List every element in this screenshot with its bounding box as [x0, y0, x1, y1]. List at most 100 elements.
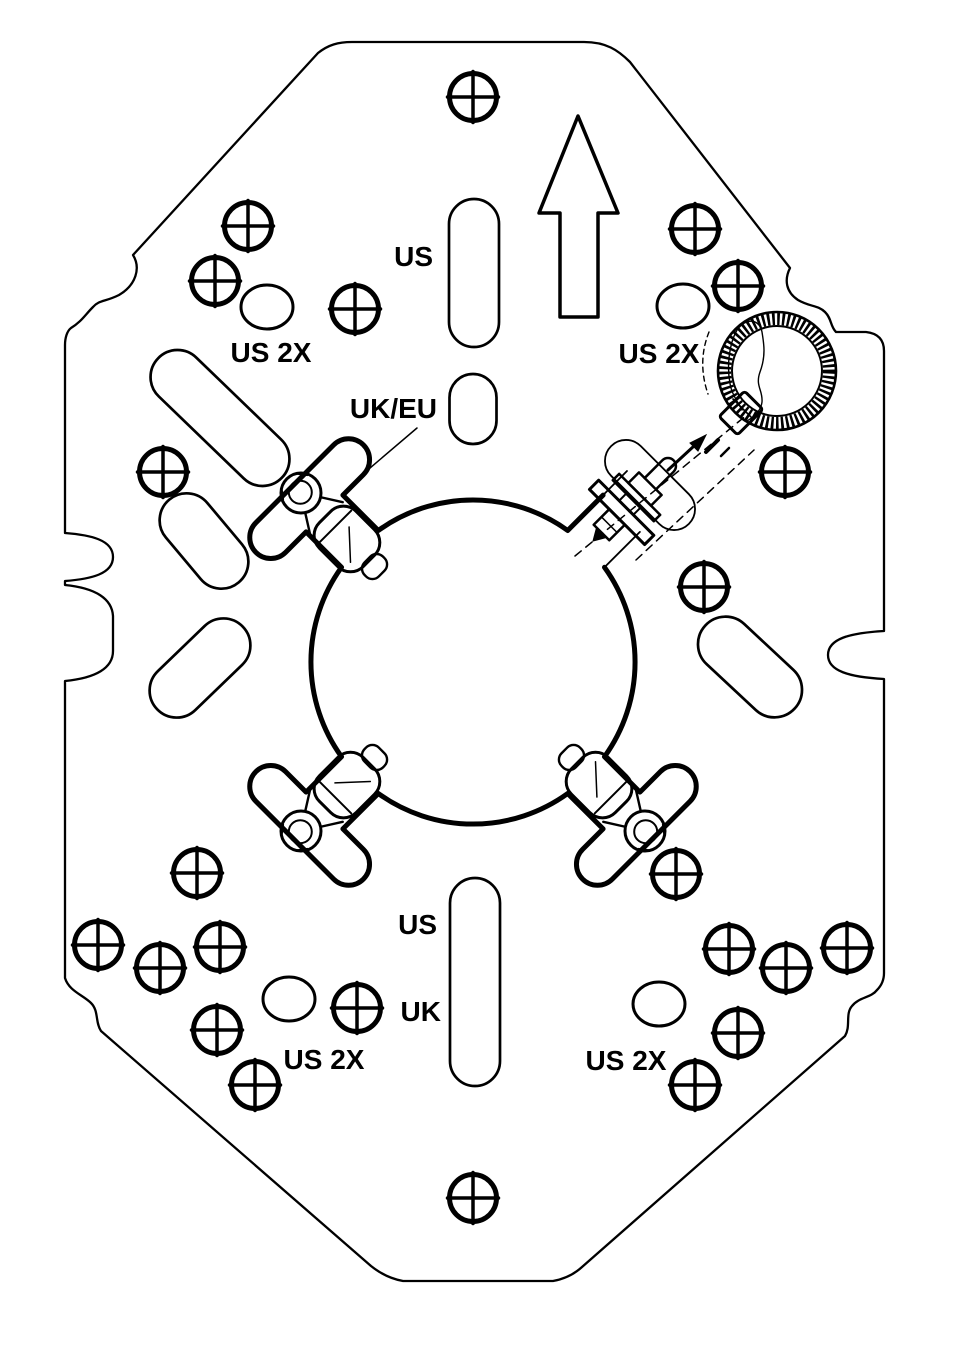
crosshair-circle [189, 255, 241, 307]
fastener-head-inner [633, 819, 659, 845]
label-top-us: US [394, 241, 433, 272]
crosshair-circle [678, 561, 730, 613]
crosshair-circle [137, 446, 189, 498]
crosshair-hole [667, 1057, 723, 1113]
crosshair-circle [191, 1004, 243, 1056]
fastener-head [279, 471, 323, 515]
crosshair-circle [712, 1007, 764, 1059]
grommet-outer-edge [716, 310, 838, 432]
slot-bottom-vertical-us-uk [448, 876, 502, 1088]
dashed-leader-line [635, 449, 755, 561]
top-right-arm-edge [603, 531, 641, 569]
fitting-collar [627, 471, 663, 507]
connector-line [732, 398, 752, 418]
crosshair-circle [821, 922, 873, 974]
crosshair-hole [676, 559, 732, 615]
grommet-inner-edge [731, 325, 823, 417]
slot-upper-left-long [149, 348, 291, 488]
crosshair-hole [192, 919, 248, 975]
exploded-fastener-fitting [587, 456, 678, 547]
plate-outline [63, 40, 886, 1283]
top-left-leader-line [362, 427, 418, 475]
pilot-hole [239, 283, 295, 331]
label-top-left-us2x: US 2X [231, 337, 312, 368]
label-bottom-right-us2x: US 2X [586, 1045, 667, 1076]
fastener-head [623, 809, 667, 853]
fitting-washer [611, 472, 662, 523]
bottom-right-fastener [557, 743, 667, 853]
label-bottom-uk: UK [401, 996, 441, 1027]
slot-right-middle [696, 615, 804, 719]
fastener-tip [360, 743, 389, 772]
fastener-head-inner [287, 819, 313, 845]
crosshair-circle [447, 71, 499, 123]
head-facet [281, 488, 285, 501]
grommet-stipple-ring [719, 313, 835, 429]
fastener-tip [557, 743, 586, 772]
cable-outline [736, 320, 765, 422]
barrel-highlight [348, 526, 352, 564]
motion-arrow-shaft [666, 444, 696, 472]
crosshair-hole [220, 198, 276, 254]
top-left-fastener [279, 471, 389, 581]
crosshair-circle [229, 1059, 281, 1111]
crosshair-hole [445, 1170, 501, 1226]
up-arrow-icon [537, 114, 620, 319]
fastener-neck [634, 788, 642, 813]
fastener-neck [319, 496, 344, 504]
crosshair-circle [171, 847, 223, 899]
crosshair-circle [72, 919, 124, 971]
pilot-hole [655, 282, 711, 330]
fastener-barrel [564, 750, 634, 820]
crosshair-circle [650, 848, 702, 900]
connector-stub [704, 438, 720, 454]
grommet-assembly [702, 310, 838, 458]
barrel-flange-line [593, 779, 629, 815]
crosshair-circle [759, 446, 811, 498]
fastener-barrel [312, 504, 382, 574]
dashed-leader-line [574, 413, 749, 557]
crosshair-hole [329, 980, 385, 1036]
head-facet [637, 847, 650, 851]
crosshair-hole [648, 846, 704, 902]
fastener-tip [360, 552, 389, 581]
crosshair-circle [331, 982, 383, 1034]
crosshair-hole [758, 940, 814, 996]
connector-stub [719, 446, 731, 458]
fastener-barrel [312, 750, 382, 820]
crosshair-circle [222, 200, 274, 252]
crosshair-hole [667, 201, 723, 257]
barrel-flange-line [317, 509, 353, 545]
crosshair-circle [669, 203, 721, 255]
crosshair-circle [447, 1172, 499, 1224]
crosshair-hole [445, 69, 501, 125]
crosshair-hole [189, 1002, 245, 1058]
fastener-head-inner [287, 479, 313, 505]
label-uk-eu: UK/EU [350, 393, 437, 424]
fitting-shaft [643, 456, 678, 491]
barrel-highlight [594, 760, 598, 798]
crosshair-circle [760, 942, 812, 994]
crosshair-circle [329, 283, 381, 335]
slot-top-vertical-us [447, 197, 501, 349]
crosshair-hole [757, 444, 813, 500]
crosshair-hole [227, 1057, 283, 1113]
center-cutout [247, 436, 699, 888]
head-facet [296, 473, 309, 477]
crosshair-circle [669, 1059, 721, 1111]
crosshair-hole [710, 1005, 766, 1061]
fitting-body-line [600, 516, 618, 534]
crosshair-hole [819, 920, 875, 976]
fastener-neck [304, 511, 312, 536]
crosshair-hole [169, 845, 225, 901]
crosshair-hole [710, 258, 766, 314]
crosshair-hole [132, 940, 188, 996]
insertion-arc-dashed [702, 331, 710, 395]
slot-left-middle [158, 491, 250, 591]
fastener-neck [319, 820, 344, 828]
fastener-neck [602, 820, 627, 828]
slot-left-lower [148, 617, 252, 719]
crosshair-hole [701, 921, 757, 977]
